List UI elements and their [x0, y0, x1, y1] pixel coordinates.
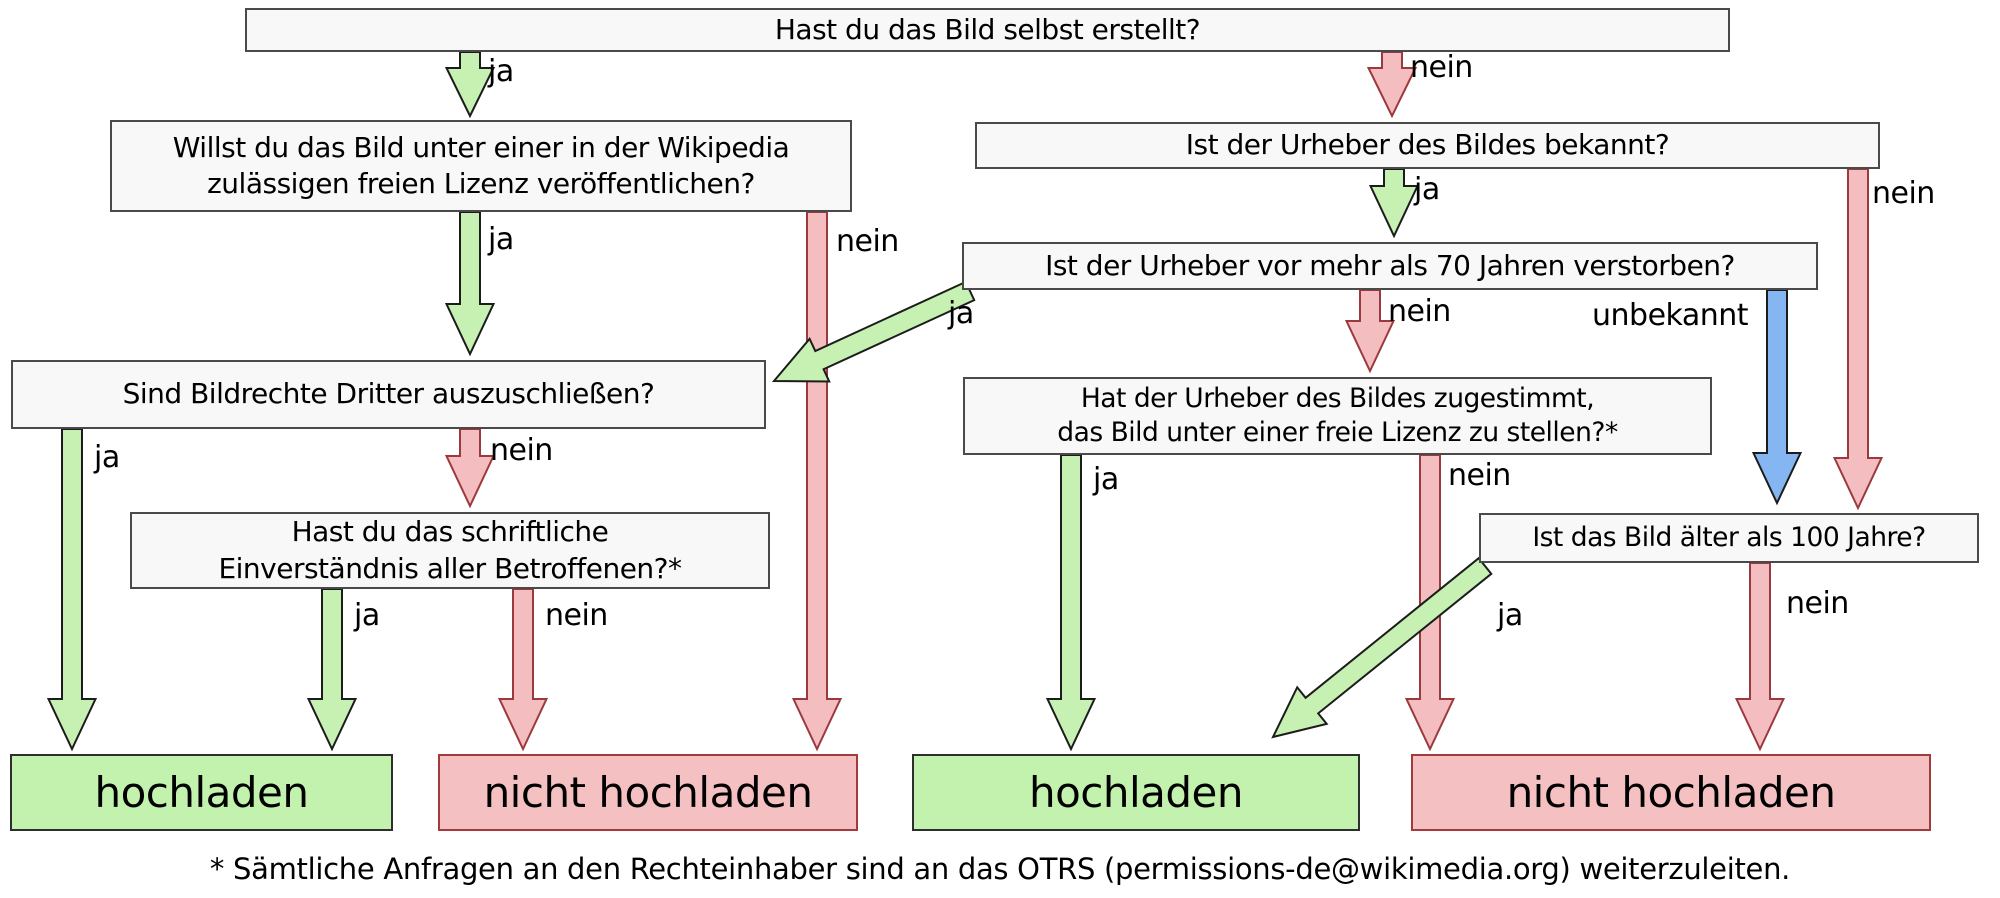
terminal-nicht-hochladen-1: nicht hochladen	[438, 754, 858, 831]
arrow-70jahre-nein	[1344, 289, 1396, 374]
node-urheber-70-jahre-verstorben: Ist der Urheber vor mehr als 70 Jahren v…	[962, 242, 1818, 290]
arrow-erstellt-ja	[444, 51, 496, 119]
arrow-70jahre-ja	[771, 280, 976, 383]
node-text: Ist der Urheber des Bildes bekannt?	[1185, 128, 1670, 162]
node-text: Ist der Urheber vor mehr als 70 Jahren v…	[1045, 248, 1735, 282]
node-text: Hast du das Bild selbst erstellt?	[774, 12, 1201, 46]
edge-label-bildrechte-nein: nein	[490, 433, 553, 468]
terminal-hochladen-1: hochladen	[10, 754, 393, 831]
node-selbst-erstellt: Hast du das Bild selbst erstellt?	[245, 8, 1730, 52]
edge-label-70jahre-ja: ja	[948, 296, 974, 331]
edge-label-einverstaendnis-nein: nein	[545, 598, 608, 633]
edge-label-erstellt-ja: ja	[488, 54, 514, 89]
arrow-bekannt-nein	[1832, 168, 1884, 511]
node-freie-lizenz: Willst du das Bild unter einer in der Wi…	[110, 120, 852, 212]
arrow-erstellt-nein	[1366, 51, 1418, 119]
edge-label-bekannt-nein: nein	[1872, 176, 1935, 211]
node-bildrechte-dritter: Sind Bildrechte Dritter auszuschließen?	[11, 360, 766, 429]
arrow-lizenz-nein	[791, 211, 843, 752]
arrow-einverstaendnis-nein	[497, 588, 549, 752]
node-text: Ist das Bild älter als 100 Jahre?	[1532, 521, 1926, 553]
arrow-100jahre-ja	[1271, 556, 1493, 739]
node-text: Hat der Urheber des Bildes zugestimmt, d…	[1057, 382, 1618, 448]
terminal-hochladen-2: hochladen	[912, 754, 1360, 831]
edge-label-lizenz-ja: ja	[488, 222, 514, 257]
arrow-einverstaendnis-ja	[306, 588, 358, 752]
node-text: Hast du das schriftliche Einverständnis …	[218, 515, 682, 585]
edge-label-einverstaendnis-ja: ja	[354, 598, 380, 633]
arrow-100jahre-nein	[1734, 562, 1786, 752]
node-urheber-zugestimmt: Hat der Urheber des Bildes zugestimmt, d…	[963, 377, 1712, 455]
edge-label-bekannt-ja: ja	[1414, 172, 1440, 207]
footnote-otrs: * Sämtliche Anfragen an den Rechteinhabe…	[209, 852, 1791, 886]
arrow-bekannt-ja	[1368, 168, 1420, 239]
edge-label-bildrechte-ja: ja	[94, 440, 120, 475]
terminal-text: nicht hochladen	[1506, 768, 1836, 817]
terminal-text: nicht hochladen	[483, 768, 813, 817]
edge-label-100jahre-ja: ja	[1497, 598, 1523, 633]
terminal-nicht-hochladen-2: nicht hochladen	[1411, 754, 1931, 831]
terminal-text: hochladen	[1028, 768, 1244, 817]
arrow-bildrechte-ja	[46, 428, 98, 752]
node-urheber-bekannt: Ist der Urheber des Bildes bekannt?	[975, 122, 1880, 169]
arrow-bildrechte-nein	[444, 428, 496, 509]
arrow-zugestimmt-ja	[1045, 454, 1097, 752]
edge-label-70jahre-nein: nein	[1388, 294, 1451, 329]
edge-label-70jahre-unbekannt: unbekannt	[1592, 298, 1749, 333]
edge-label-zugestimmt-ja: ja	[1093, 462, 1119, 497]
node-bild-aelter-100-jahre: Ist das Bild älter als 100 Jahre?	[1479, 513, 1979, 563]
arrow-70jahre-unbekannt	[1751, 289, 1803, 506]
edge-label-lizenz-nein: nein	[836, 224, 899, 259]
edge-label-erstellt-nein: nein	[1410, 50, 1473, 85]
terminal-text: hochladen	[94, 768, 309, 817]
node-text: Willst du das Bild unter einer in der Wi…	[172, 130, 790, 200]
edge-label-zugestimmt-nein: nein	[1448, 458, 1511, 493]
edge-label-100jahre-nein: nein	[1786, 586, 1849, 621]
node-text: Sind Bildrechte Dritter auszuschließen?	[122, 377, 655, 411]
node-schriftliches-einverstaendnis: Hast du das schriftliche Einverständnis …	[130, 512, 770, 589]
arrow-lizenz-ja	[444, 211, 496, 357]
